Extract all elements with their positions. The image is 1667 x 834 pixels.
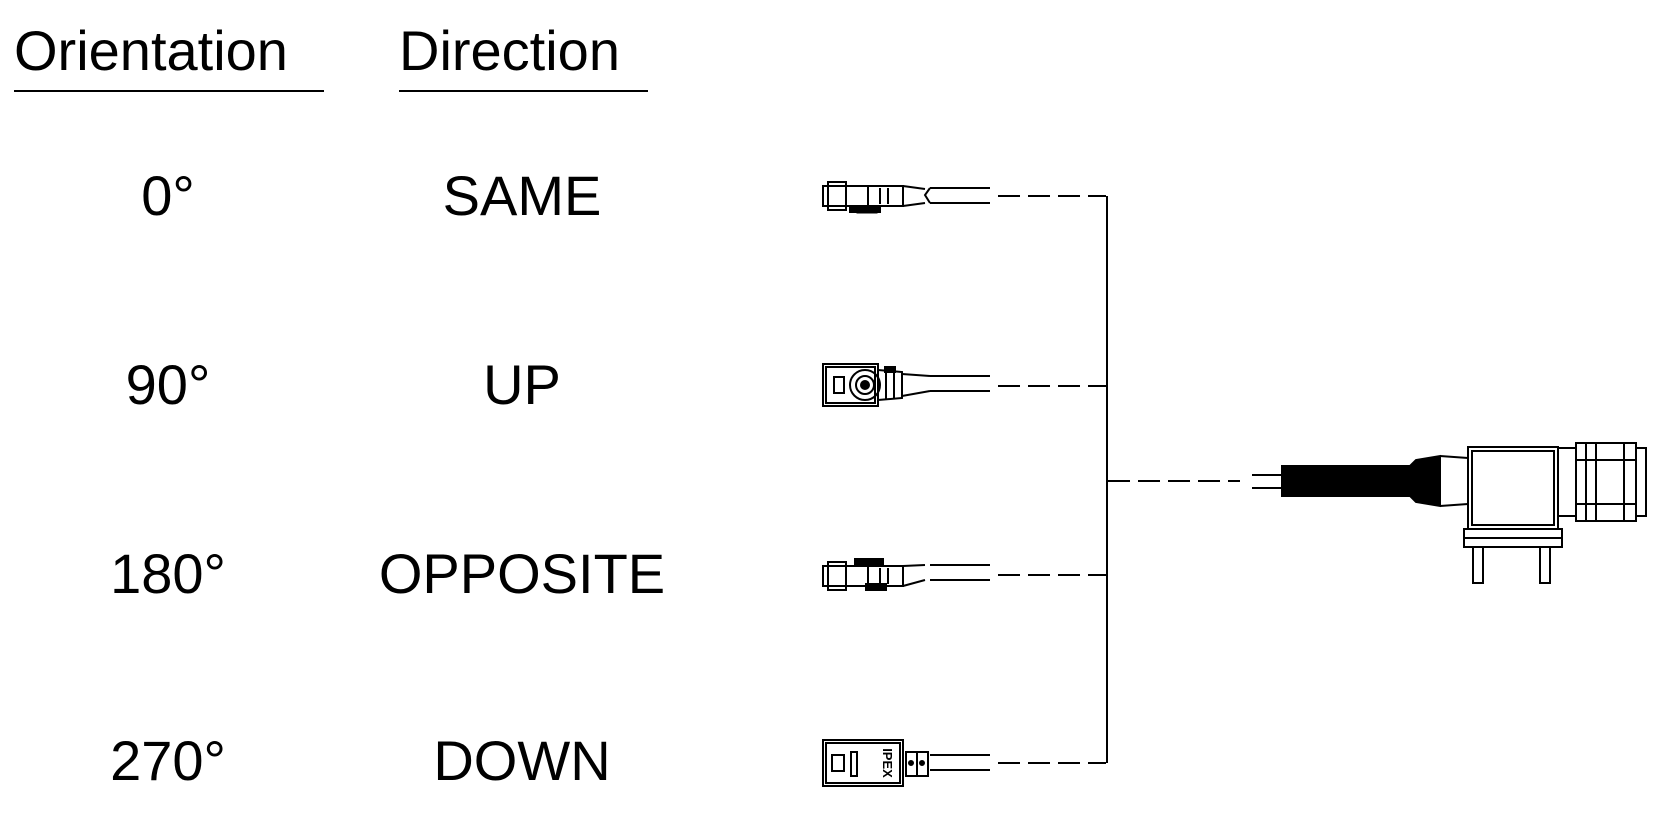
direction-value-0: SAME xyxy=(442,164,602,227)
direction-header: Direction xyxy=(399,18,648,92)
direction-value-1: UP xyxy=(483,353,561,416)
orientation-value-3: 270° xyxy=(110,729,226,792)
orientation-header: Orientation xyxy=(14,18,324,92)
connector-opposite-icon xyxy=(822,558,990,591)
connector-marking-text: IPEX xyxy=(880,748,895,778)
connector-up-icon xyxy=(822,363,990,407)
direction-header-label: Direction xyxy=(399,19,620,82)
right-angle-connector-icon xyxy=(1252,442,1647,584)
orientation-value-0: 0° xyxy=(141,164,195,227)
orientation-value-1: 90° xyxy=(125,353,211,416)
connector-same-icon xyxy=(822,181,990,214)
orientation-header-underline xyxy=(14,90,324,92)
orientation-header-label: Orientation xyxy=(14,19,288,82)
direction-header-underline xyxy=(399,90,648,92)
connector-down-icon xyxy=(822,739,990,787)
orientation-value-2: 180° xyxy=(110,542,226,605)
direction-value-3: DOWN xyxy=(433,729,611,792)
direction-value-2: OPPOSITE xyxy=(378,542,666,605)
